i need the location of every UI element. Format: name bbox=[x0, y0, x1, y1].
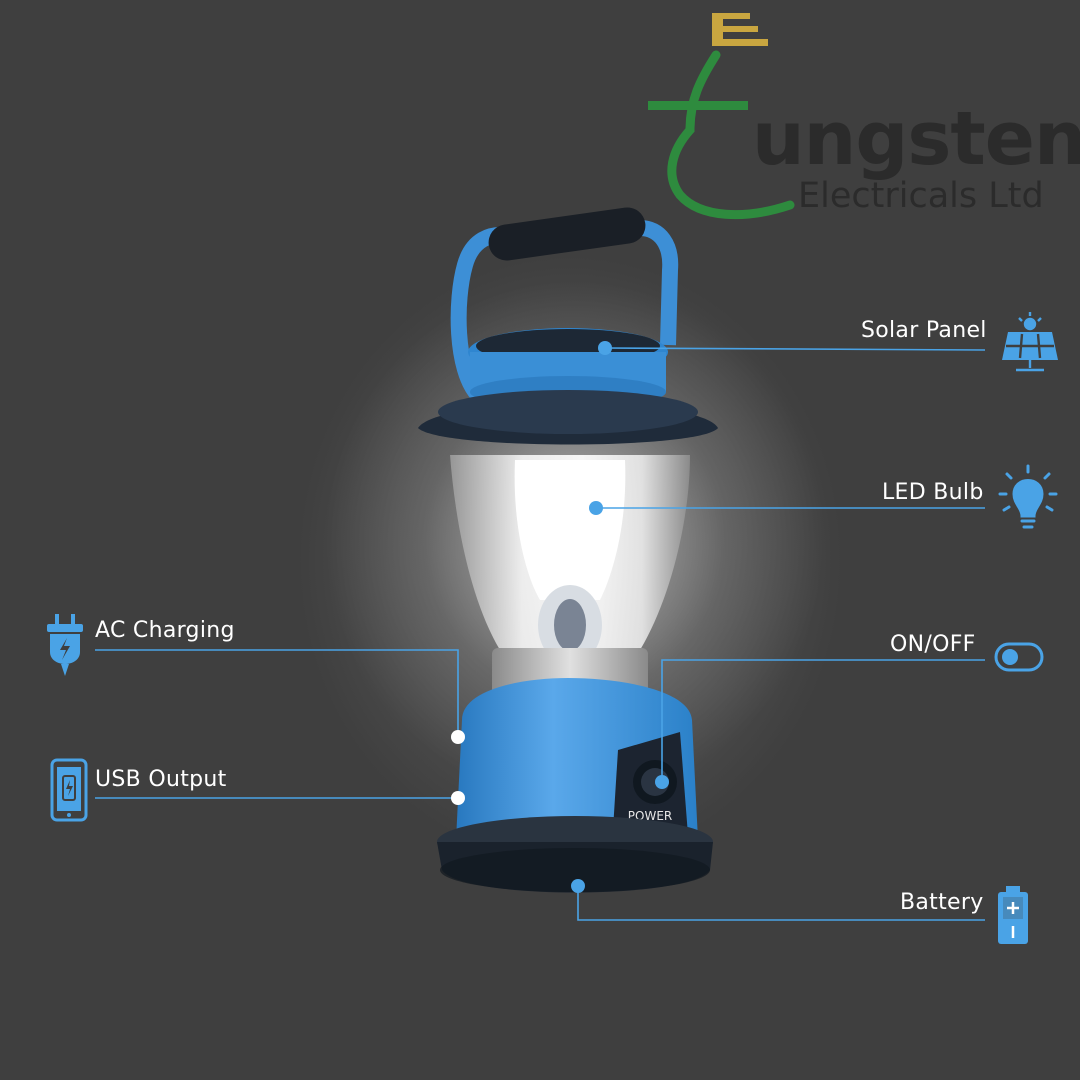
ac-plug-icon bbox=[47, 614, 83, 676]
battery-marker bbox=[571, 879, 585, 893]
solar-panel-label: Solar Panel bbox=[861, 318, 987, 343]
ac-charging-label: AC Charging bbox=[95, 618, 235, 643]
brand-name: ungsten bbox=[752, 96, 1080, 182]
ac-port-marker bbox=[451, 730, 465, 744]
battery-label: Battery bbox=[900, 890, 984, 915]
on-off-label: ON/OFF bbox=[890, 632, 976, 657]
led-bulb-icon bbox=[998, 464, 1058, 529]
led-bulb-label: LED Bulb bbox=[882, 480, 984, 505]
usb-port-marker bbox=[451, 791, 465, 805]
solar-panel-marker bbox=[598, 341, 612, 355]
usb-output-label: USB Output bbox=[95, 767, 227, 792]
solar-panel-icon bbox=[1002, 312, 1058, 372]
battery-icon bbox=[998, 886, 1028, 944]
usb-phone-icon bbox=[50, 758, 88, 822]
power-button-marker bbox=[655, 775, 669, 789]
toggle-switch-icon bbox=[994, 642, 1044, 672]
led-bulb-marker bbox=[589, 501, 603, 515]
brand-subtitle: Electricals Ltd bbox=[798, 176, 1044, 216]
